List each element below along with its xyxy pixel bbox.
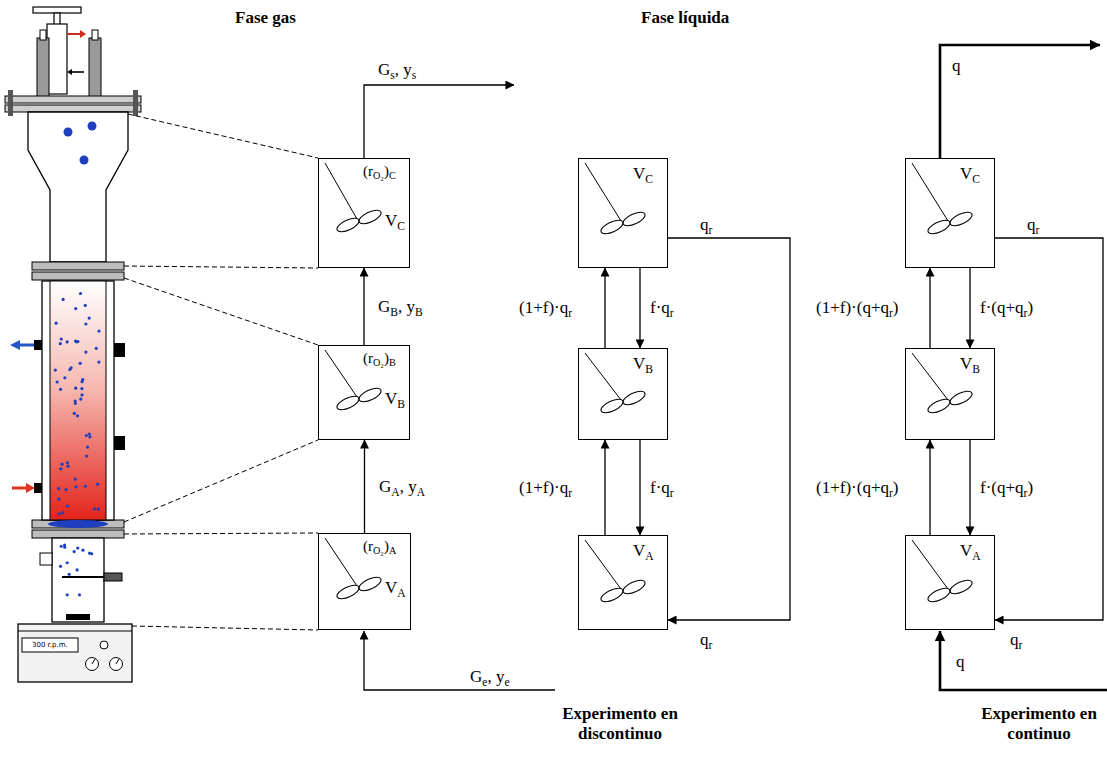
- flow-label: f·qr: [648, 298, 676, 318]
- flow-label: f·(q+qr): [978, 298, 1035, 318]
- compartment-box: VA: [578, 535, 668, 630]
- flow-arrow: [363, 268, 364, 345]
- flow-arrow: [929, 440, 930, 535]
- heading: Fase líquida: [641, 8, 729, 28]
- rate-label: (rO₂)B: [363, 350, 396, 367]
- flow-label: GB, yB: [376, 297, 425, 317]
- flow-label: (1+f)·(q+qr): [814, 298, 901, 318]
- speed-display: 300 r.p.m.: [32, 641, 68, 649]
- flow-label: f·qr: [648, 478, 676, 498]
- flow-label: qr: [698, 215, 714, 235]
- flow-label: GA, yA: [377, 477, 427, 497]
- compartment-box: VB: [578, 348, 668, 440]
- compartment-box: (rO₂)C VC: [318, 158, 410, 268]
- stirrer-symbol: [906, 159, 994, 267]
- stream-label: Gs, ys: [378, 60, 416, 80]
- heading: Experimento en discontinuo: [556, 704, 684, 743]
- volume-label: VB: [960, 354, 980, 374]
- flow-arrow: [604, 268, 605, 348]
- volume-label: VB: [385, 389, 405, 409]
- volume-label: VA: [960, 541, 981, 561]
- compartment-box: VB: [905, 348, 995, 440]
- stream-label: q: [956, 652, 965, 672]
- volume-label: VA: [633, 541, 654, 561]
- flow-arrow: [668, 238, 790, 620]
- flow-arrow: [639, 440, 640, 535]
- gas-inlet-line: [364, 631, 555, 690]
- stirrer-symbol: [579, 159, 667, 267]
- compartment-box: VC: [905, 158, 995, 268]
- flow-label: (1+f)·(q+qr): [814, 478, 901, 498]
- flow-arrow: [929, 268, 930, 348]
- flow-arrow: [969, 440, 970, 535]
- flow-label: qr: [1025, 215, 1041, 235]
- stirrer-symbol: [906, 536, 994, 629]
- volume-label: VB: [633, 354, 653, 374]
- rate-label: (rO₂)A: [363, 538, 396, 555]
- flow-arrow: [639, 268, 640, 348]
- stream-label: q: [952, 56, 961, 76]
- compartment-box: VA: [905, 535, 995, 630]
- flow-arrow: [604, 440, 605, 535]
- heading: Fase gas: [235, 8, 296, 28]
- heading: Experimento en continuo: [975, 704, 1103, 743]
- flow-label: (1+f)·qr: [517, 298, 574, 318]
- flow-label: (1+f)·qr: [517, 478, 574, 498]
- compartment-box: VC: [578, 158, 668, 268]
- compartment-box: (rO₂)A VA: [318, 533, 411, 630]
- volume-label: VA: [385, 578, 406, 598]
- rate-label: (rO₂)C: [363, 163, 396, 180]
- gas-outlet-line: [364, 85, 514, 158]
- liquid-outlet-line: [940, 45, 1100, 158]
- flow-arrow: [969, 268, 970, 348]
- flow-label: f·(q+qr): [978, 478, 1035, 498]
- volume-label: VC: [960, 164, 980, 184]
- stirrer-symbol: [906, 349, 994, 439]
- flow-arrow: [995, 238, 1103, 620]
- flow-arrow: [364, 440, 365, 533]
- stirrer-symbol: [579, 349, 667, 439]
- volume-label: VC: [385, 211, 405, 231]
- compartment-box: (rO₂)B VB: [318, 345, 410, 440]
- liquid-inlet-line: [940, 631, 1107, 690]
- volume-label: VC: [633, 164, 653, 184]
- stream-label: Ge, ye: [470, 667, 510, 687]
- stream-label: qr: [1010, 630, 1022, 650]
- stream-label: qr: [700, 630, 712, 650]
- stirrer-symbol: [579, 536, 667, 629]
